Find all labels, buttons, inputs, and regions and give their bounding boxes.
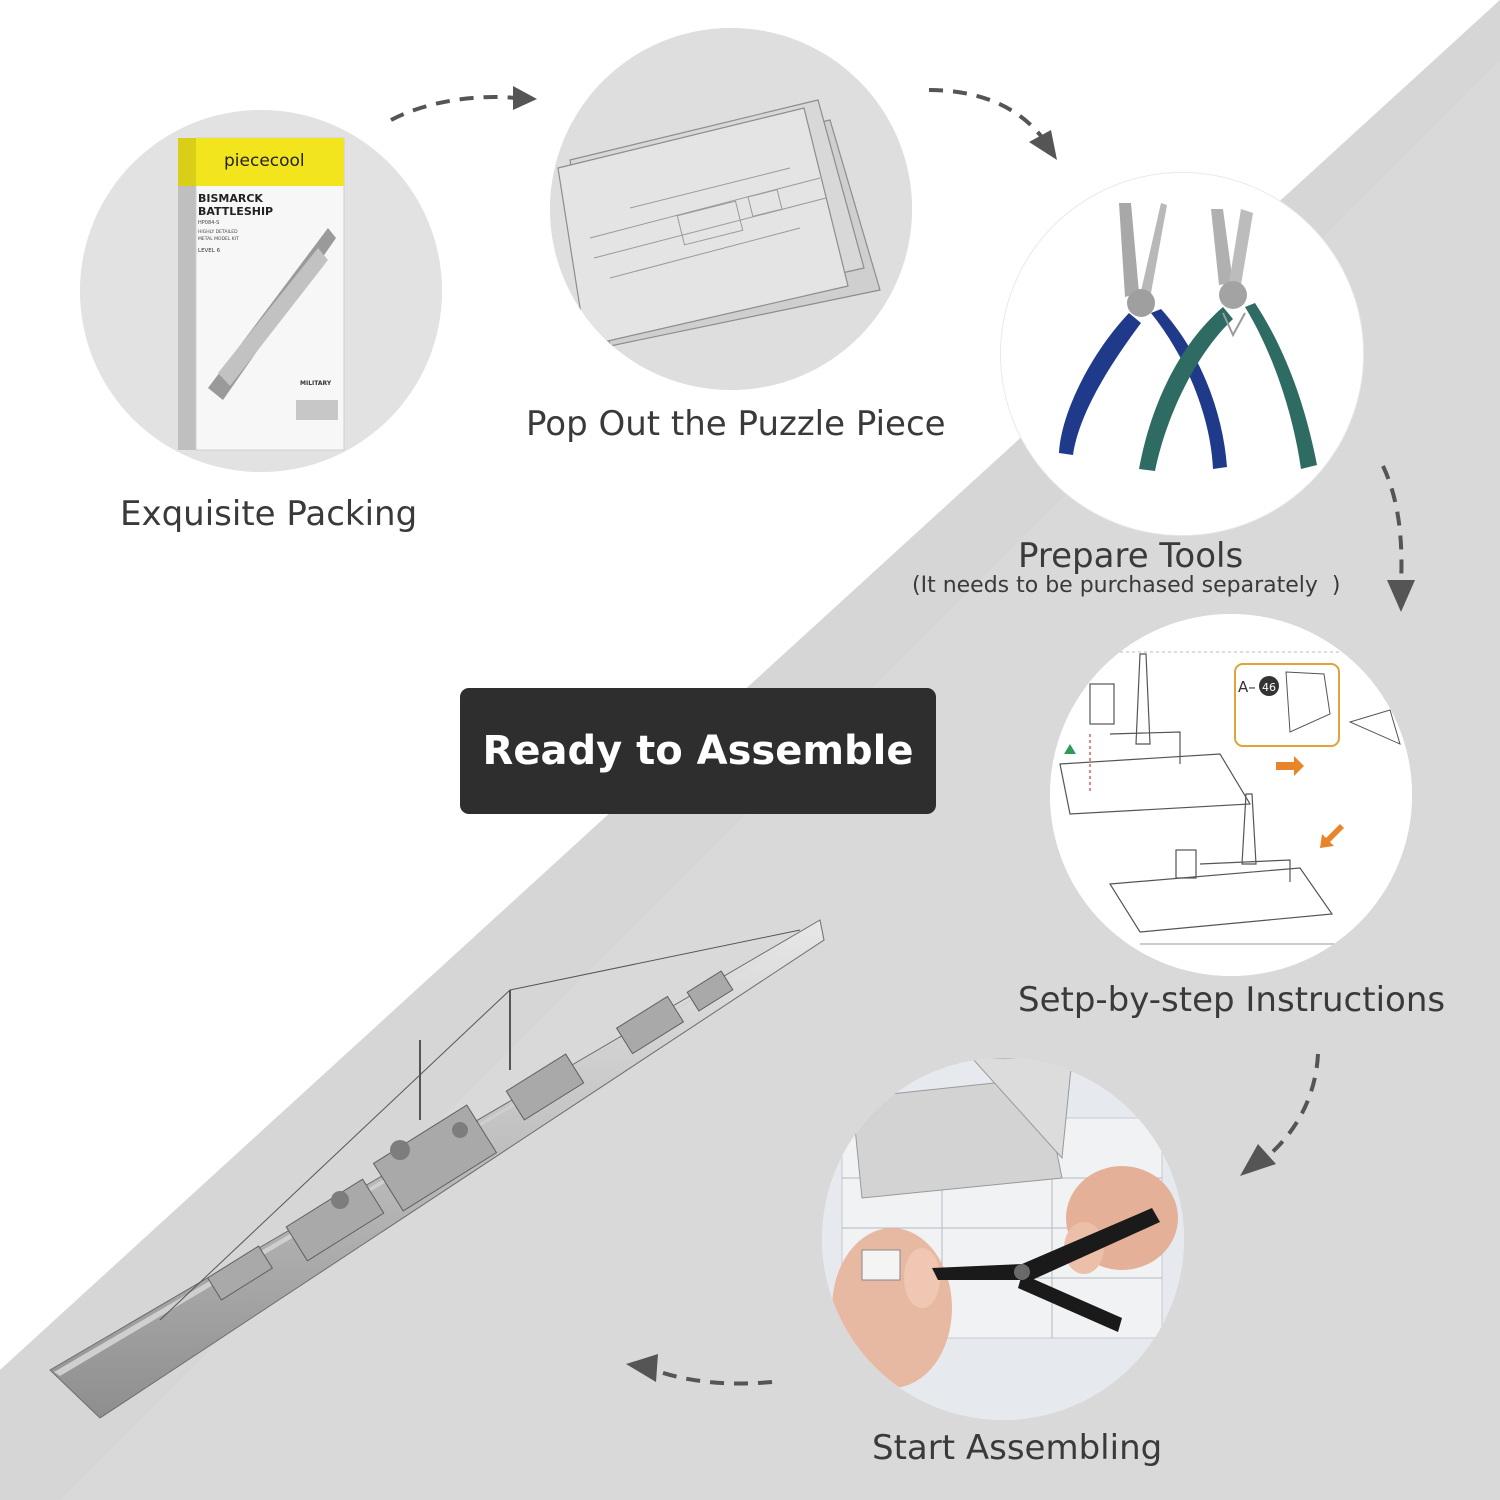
- packing-image: piececool BISMARCK BATTLESHIP HP084-S HI…: [80, 110, 442, 472]
- box-title-line2: BATTLESHIP: [198, 205, 273, 218]
- ready-to-assemble-badge: Ready to Assemble: [460, 688, 936, 814]
- assembling-caption: Start Assembling: [872, 1428, 1163, 1468]
- badge-label: Ready to Assemble: [482, 728, 914, 774]
- blue-pliers: [1059, 203, 1227, 469]
- tools-caption: Prepare Tools: [1018, 536, 1244, 576]
- arrow-step1-to-step2: [390, 86, 537, 122]
- pliers-image: [1000, 172, 1364, 536]
- instructions-caption: Setp-by-step Instructions: [1018, 980, 1446, 1020]
- metal-sheets-image: [550, 28, 912, 390]
- tools-note: (It needs to be purchased separately ): [912, 573, 1341, 598]
- arrow-step5-to-ship: [626, 1354, 773, 1386]
- callout-part-number: 46: [1262, 681, 1276, 694]
- pop-out-caption: Pop Out the Puzzle Piece: [526, 404, 946, 444]
- arrow-step3-to-step4: [1381, 465, 1415, 612]
- assembling-hands-image: [822, 1058, 1184, 1420]
- box-series: MILITARY: [300, 380, 332, 387]
- box-brand: piececool: [224, 151, 305, 171]
- arrow-step2-to-step3: [928, 88, 1057, 160]
- battleship-model-image: [49, 919, 825, 1419]
- box-subtitle-line2: METAL MODEL KIT: [198, 236, 239, 242]
- green-pliers: [1139, 209, 1317, 471]
- packing-caption: Exquisite Packing: [120, 494, 418, 534]
- box-sku: HP084-S: [198, 220, 219, 226]
- arrow-step4-to-step5: [1240, 1053, 1320, 1176]
- box-level: LEVEL 6: [198, 248, 221, 254]
- box-title-line1: BISMARCK: [198, 192, 263, 205]
- instructions-diagram-image: A– 46: [1050, 614, 1412, 976]
- box-subtitle-line1: HIGHLY DETAILED: [198, 229, 238, 235]
- callout-label: A–: [1238, 678, 1256, 696]
